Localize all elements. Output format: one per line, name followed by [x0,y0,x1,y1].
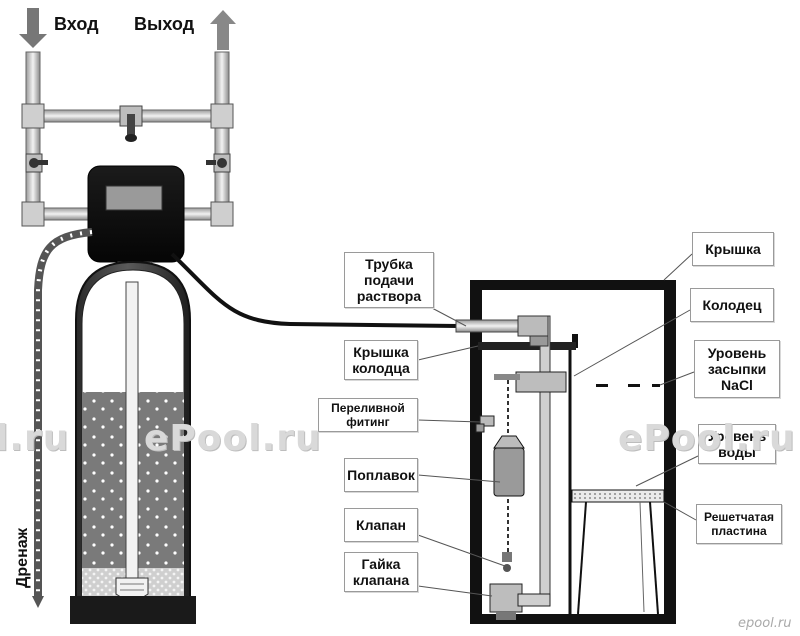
valve-body [502,552,512,562]
site-logo: epool.ru [738,616,792,631]
watermark-center: ePool.ru [144,418,322,459]
inlet-valve [25,153,48,173]
label-overflow-fitting: Переливной фитинг [318,398,418,432]
label-float: Поплавок [344,458,418,492]
riser-tube [125,281,139,579]
watermark-left: l.ru [0,418,70,459]
inlet-label: Вход [54,14,99,34]
drain-label: Дренаж [14,528,31,588]
outlet-valve [206,153,231,173]
overflow-fitting [479,415,495,427]
label-well: Колодец [690,288,774,322]
outlet-label: Выход [134,14,195,34]
grate-plate [571,489,665,503]
float [493,447,525,497]
label-valve: Клапан [344,508,418,542]
watermark-right: ePool.ru [618,418,796,459]
tank-base [70,596,196,624]
leader-lines [417,253,699,597]
brine-line [170,252,459,328]
label-brine-tube: Трубка подачи раствора [344,252,434,308]
label-lid: Крышка [692,232,774,266]
softener-tank [70,260,196,624]
label-water-level: Уровень воды [698,424,776,464]
well-cap [478,342,576,350]
drain-arrow [32,596,44,608]
label-well-cap: Крышка колодца [344,340,418,380]
brine-well [455,315,578,620]
drain-line [34,228,93,596]
valve-nut [489,583,523,613]
label-valve-nut: Гайка клапана [344,552,418,592]
outlet-arrow [210,10,236,50]
inlet-arrow [19,8,47,48]
salt-level-marks [596,384,660,387]
bypass-valve-center [119,105,143,142]
label-grate: Решетчатая пластина [696,504,782,544]
label-salt-level: Уровень засыпки NaCl [694,340,780,398]
